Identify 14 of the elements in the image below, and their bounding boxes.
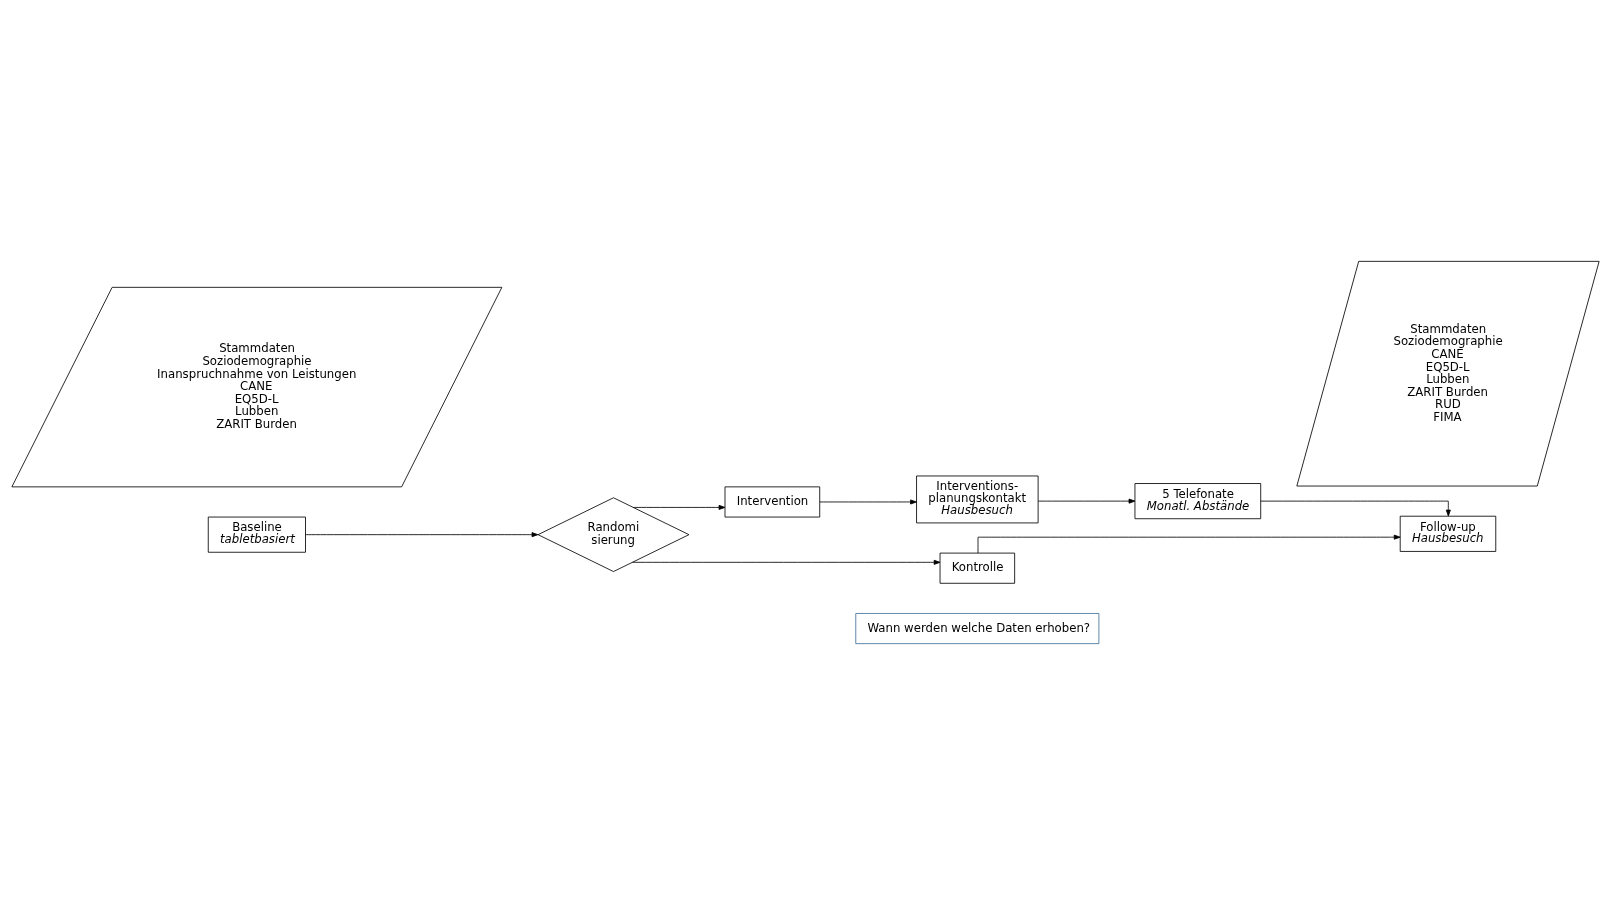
arrow — [632, 504, 726, 510]
node-box: Interventions- planungskontakt Hausbesuch — [916, 475, 1039, 523]
node-box: Intervention — [724, 485, 821, 517]
node-box: Kontrolle — [939, 552, 1016, 584]
arrow — [1037, 498, 1136, 504]
arrow — [819, 499, 917, 504]
node-box: Follow-up Hausbesuch — [1399, 515, 1497, 552]
node-diamond: Randomi sierung — [537, 496, 690, 572]
arrow — [632, 559, 941, 565]
node-box: Baseline tabletbasiert — [207, 516, 306, 553]
arrow — [1260, 500, 1451, 516]
arrow — [305, 531, 539, 537]
node-box: Wann werden welche Daten erhoben? — [855, 612, 1100, 644]
node-box: 5 Telefonate Monatl. Abstände — [1134, 482, 1262, 519]
